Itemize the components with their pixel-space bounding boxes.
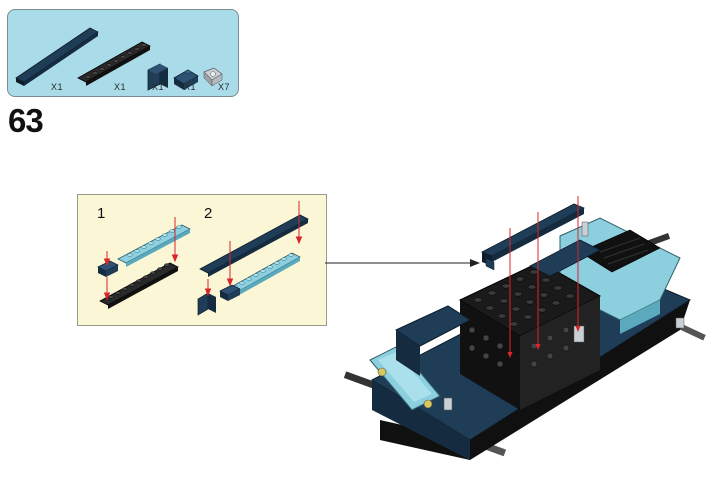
substep-label-2: 2 — [204, 205, 213, 222]
subassembly-panel: 1 2 — [77, 194, 327, 326]
dark-blue-slope-brick-icon — [173, 69, 199, 90]
step-number: 63 — [8, 102, 44, 139]
parts-list-panel: X1 X1 X1 X1 X7 — [7, 9, 239, 97]
callout-arrow — [325, 259, 480, 267]
long-dark-blue-plate-icon — [15, 27, 99, 86]
arrow-icon — [103, 217, 179, 301]
arrow-icon — [507, 326, 581, 358]
dark-blue-bracket-icon — [147, 63, 168, 91]
black-studded-plate-icon — [77, 41, 151, 86]
vehicle-model — [343, 196, 706, 460]
part-qty-2: X1 — [114, 82, 127, 92]
part-qty-3: X1 — [152, 82, 165, 92]
substep-2-art — [197, 201, 309, 316]
subassembly-art — [97, 201, 309, 316]
part-qty-4: X1 — [184, 82, 197, 92]
grey-clip-connector-icon — [203, 67, 223, 87]
part-qty-5: X7 — [218, 82, 231, 92]
assembly-guide-lines — [509, 196, 579, 356]
substep-1-art — [97, 217, 191, 309]
part-qty-1: X1 — [51, 82, 64, 92]
substep-label-1: 1 — [97, 205, 106, 222]
arrow-icon — [204, 201, 303, 297]
parts-list-art — [15, 27, 223, 91]
